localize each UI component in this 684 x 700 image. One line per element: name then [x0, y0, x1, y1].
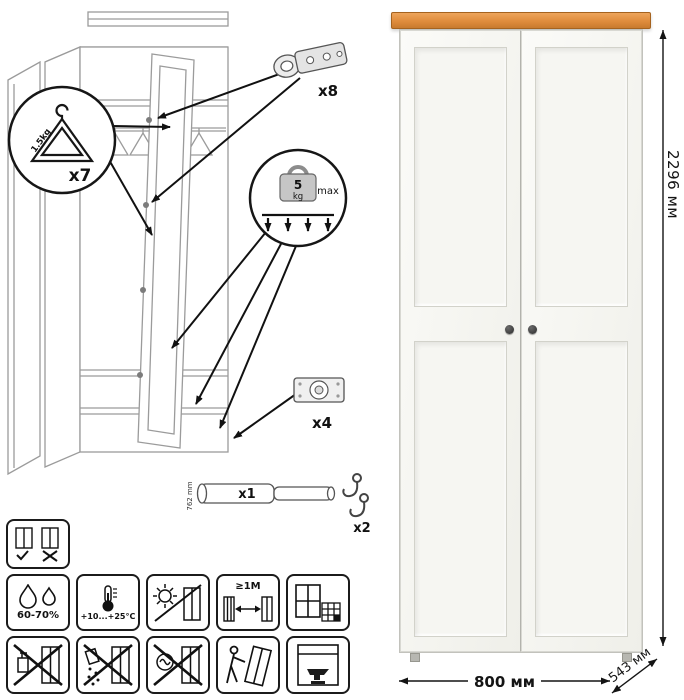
load-value: 5 — [294, 178, 302, 192]
temperature-label: +10...+25°C — [80, 612, 136, 621]
width-dimension: 800 мм — [399, 673, 610, 691]
heater-distance-icon — [223, 596, 273, 622]
rod-count-label: x1 — [238, 487, 255, 502]
pictogram-temperature: +10...+25°C — [76, 574, 140, 631]
hanger-callout: 1.5kg x7 — [7, 85, 117, 195]
wardrobe-body — [399, 29, 643, 653]
wardrobe-foot-front-left — [410, 653, 420, 662]
window-ventilation-icon — [295, 583, 341, 622]
shelf-load-callout: 5 kg max — [248, 148, 348, 248]
hinge-icon — [273, 41, 348, 78]
rod-length-label: 762 mm — [186, 481, 194, 510]
pictogram-no-overload — [286, 636, 350, 694]
pictogram-distance: ≥1M — [216, 574, 280, 631]
technical-drawing: 1.5kg x7 5 kg max — [7, 11, 371, 536]
thermometer-icon — [102, 585, 117, 612]
anvil-in-cabinet-icon — [297, 644, 339, 686]
left-door-knob — [505, 325, 514, 334]
pictogram-no-solvents — [146, 636, 210, 694]
pictogram-no-abrasives — [76, 636, 140, 694]
pictogram-sunlight — [146, 574, 210, 631]
pictogram-care — [6, 519, 70, 569]
weight-icon: 5 kg — [279, 165, 317, 202]
foot-count-label: x4 — [312, 414, 332, 432]
left-door-upper-panel — [414, 47, 507, 307]
left-door-lower-panel — [414, 341, 507, 637]
water-drops-icon — [19, 584, 56, 609]
hook-icon — [342, 473, 369, 518]
hook-count-label: x2 — [353, 521, 370, 536]
leader-arrows — [107, 67, 301, 439]
pictogram-no-wet-cleaning — [6, 636, 70, 694]
rod-icon — [196, 483, 336, 504]
hanger-icon — [29, 103, 95, 163]
hinge-marks — [137, 117, 152, 378]
width-dimension-label: 800 мм — [467, 673, 542, 691]
wardrobe-top-board — [391, 12, 651, 29]
no-dragging-icon — [226, 645, 273, 687]
pictogram-ventilation — [286, 574, 350, 631]
right-door-upper-panel — [535, 47, 628, 307]
height-dimension-label: 2296 мм — [664, 150, 682, 220]
pictogram-no-dragging — [216, 636, 280, 694]
no-abrasives-icon — [83, 644, 133, 686]
right-door-lower-panel — [535, 341, 628, 637]
sun-shade-icon — [153, 583, 202, 622]
distance-label: ≥1M — [235, 581, 261, 592]
wardrobe-carcass — [7, 11, 229, 476]
pictogram-humidity: 60-70% — [6, 574, 70, 631]
hinge-count-label: x8 — [318, 82, 338, 100]
wardrobe-door-right — [521, 30, 642, 652]
right-door-knob — [528, 325, 537, 334]
open-door-front — [137, 53, 195, 449]
humidity-label: 60-70% — [16, 610, 59, 621]
care-comparison-icon — [15, 527, 59, 562]
hanger-count-label: x7 — [69, 166, 92, 186]
no-solvents-icon — [153, 644, 203, 686]
wardrobe-door-left — [400, 30, 521, 652]
load-unit: kg — [293, 192, 303, 202]
load-max-label: max — [317, 186, 339, 197]
no-wet-cleaning-icon — [13, 644, 63, 686]
foot-icon — [293, 377, 345, 403]
load-arrows — [262, 213, 334, 232]
